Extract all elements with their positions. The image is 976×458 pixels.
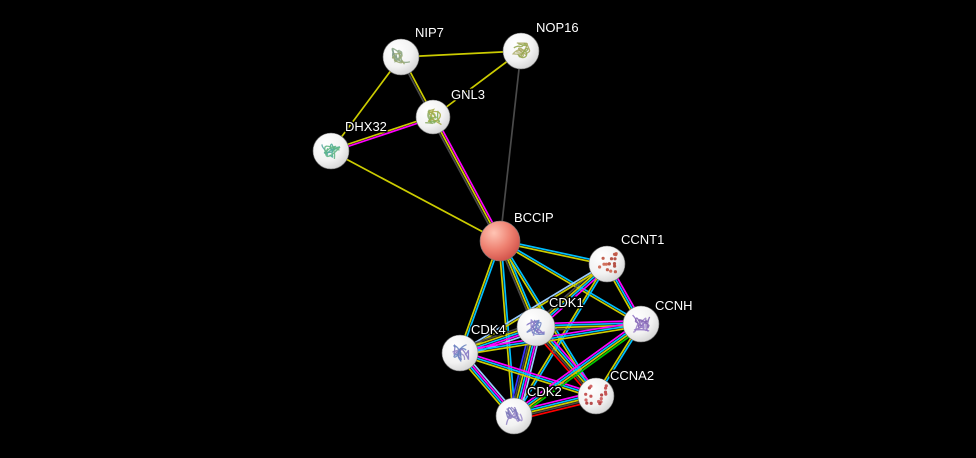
node-sphere-BCCIP[interactable] bbox=[479, 220, 521, 262]
node-texture-GNL3 bbox=[425, 108, 442, 126]
edge-GNL3-BCCIP-experiments[interactable] bbox=[434, 115, 503, 241]
edge-CDK4-CCNH-textmining[interactable] bbox=[459, 325, 643, 357]
edge-CDK2-CCNH-databases[interactable] bbox=[512, 322, 642, 416]
node-label-DHX32: DHX32 bbox=[345, 119, 387, 134]
edge-BCCIP-CDK2-databases[interactable] bbox=[500, 240, 516, 417]
nodes-layer bbox=[312, 32, 660, 435]
edge-CCNT1-CDK4-homology[interactable] bbox=[458, 262, 608, 353]
node-sphere-CDK2[interactable] bbox=[495, 397, 533, 435]
protein-node-NOP16[interactable] bbox=[502, 32, 540, 70]
edge-NIP7-DHX32-textmining[interactable] bbox=[330, 56, 402, 152]
protein-node-CDK4[interactable] bbox=[441, 334, 479, 372]
node-texture-CCNA2 bbox=[584, 384, 608, 406]
edge-GNL3-NOP16-textmining[interactable] bbox=[432, 50, 522, 118]
edge-BCCIP-CDK2-textmining[interactable] bbox=[498, 240, 514, 417]
edge-BCCIP-CCNH-textmining[interactable] bbox=[498, 241, 642, 326]
node-texture-NIP7 bbox=[391, 47, 411, 65]
protein-node-NIP7[interactable] bbox=[382, 38, 420, 76]
node-texture-CCNT1 bbox=[598, 252, 618, 274]
edge-BCCIP-CCNH-databases[interactable] bbox=[499, 239, 643, 324]
node-texture-CCNH bbox=[632, 314, 651, 333]
node-label-CCNA2: CCNA2 bbox=[610, 368, 654, 383]
edge-DHX32-BCCIP-textmining[interactable] bbox=[330, 150, 501, 242]
protein-node-CCNT1[interactable] bbox=[588, 245, 626, 283]
node-label-GNL3: GNL3 bbox=[451, 87, 485, 102]
edge-CDK2-CCNH-textmining[interactable] bbox=[513, 324, 643, 418]
protein-node-CDK1[interactable] bbox=[516, 307, 556, 347]
node-label-CDK1: CDK1 bbox=[549, 295, 584, 310]
protein-node-CCNA2[interactable] bbox=[577, 377, 615, 415]
node-texture-CDK4 bbox=[452, 344, 470, 363]
protein-node-BCCIP[interactable] bbox=[479, 220, 521, 262]
node-texture-DHX32 bbox=[321, 143, 341, 159]
edge-GNL3-BCCIP-coexpression[interactable] bbox=[430, 117, 499, 243]
edge-NIP7-NOP16-textmining[interactable] bbox=[400, 50, 522, 58]
node-label-CCNT1: CCNT1 bbox=[621, 232, 664, 247]
edge-CDK4-CCNA2-experiments[interactable] bbox=[459, 350, 598, 395]
node-label-CCNH: CCNH bbox=[655, 298, 693, 313]
edge-CDK2-CCNH-experiments[interactable] bbox=[511, 320, 640, 415]
node-label-BCCIP: BCCIP bbox=[514, 210, 554, 225]
node-texture-NOP16 bbox=[511, 42, 531, 59]
node-label-NIP7: NIP7 bbox=[415, 25, 444, 40]
edge-CDK4-CCNA2-databases[interactable] bbox=[459, 352, 597, 397]
edge-NOP16-BCCIP-coexpression[interactable] bbox=[499, 50, 522, 242]
edge-GNL3-BCCIP-textmining[interactable] bbox=[432, 116, 501, 242]
protein-node-CCNH[interactable] bbox=[622, 305, 660, 343]
protein-node-DHX32[interactable] bbox=[312, 132, 350, 170]
node-label-NOP16: NOP16 bbox=[536, 20, 579, 35]
node-sphere-DHX32[interactable] bbox=[312, 132, 350, 170]
protein-node-GNL3[interactable] bbox=[415, 99, 451, 135]
node-label-CDK4: CDK4 bbox=[471, 322, 506, 337]
edge-CCNT1-CDK2-databases[interactable] bbox=[514, 263, 609, 418]
edge-CDK4-CCNA2-textmining[interactable] bbox=[458, 354, 597, 399]
node-texture-CDK1 bbox=[526, 319, 545, 336]
node-sphere-CCNH[interactable] bbox=[622, 305, 660, 343]
node-texture-CDK2 bbox=[505, 406, 523, 425]
node-sphere-GNL3[interactable] bbox=[415, 99, 451, 135]
edge-CDK2-CCNH-neighborhood[interactable] bbox=[515, 325, 644, 420]
node-label-CDK2: CDK2 bbox=[527, 384, 562, 399]
protein-node-CDK2[interactable] bbox=[495, 397, 533, 435]
node-sphere-CCNA2[interactable] bbox=[577, 377, 615, 415]
